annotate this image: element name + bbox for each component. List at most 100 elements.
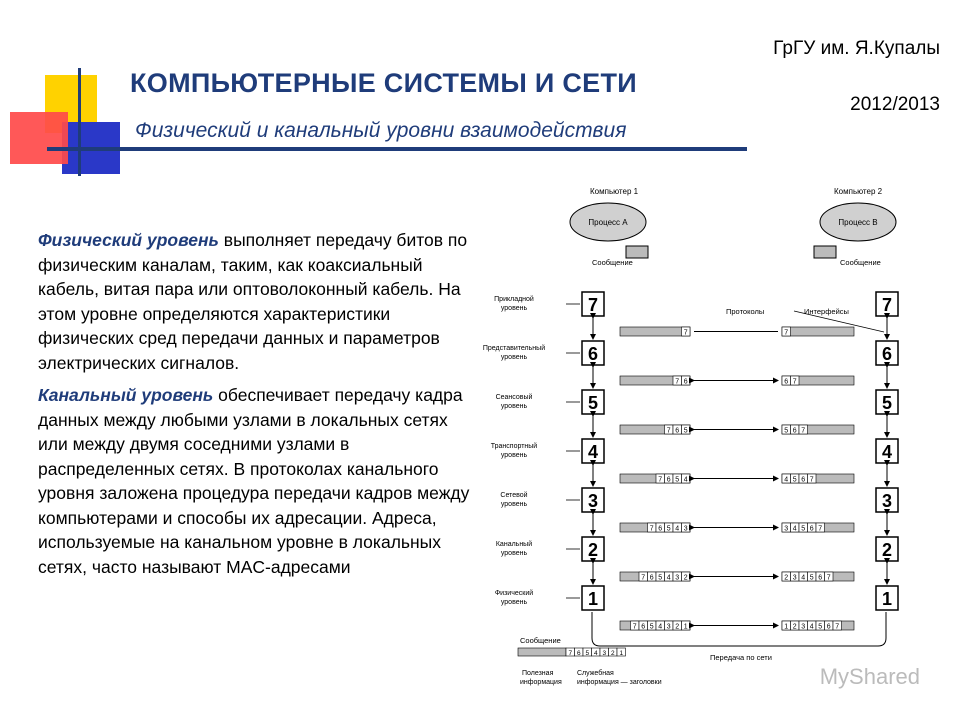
pdu-left-cell-label: 7	[650, 526, 654, 533]
level-number-left: 1	[588, 589, 598, 609]
bottom-header-cell-label: 2	[611, 650, 615, 657]
pdu-right-cell	[815, 522, 825, 533]
process-a-label: Процесс А	[588, 218, 628, 227]
pdu-right-cell-label: 4	[810, 624, 814, 631]
bottom-header-cell-label: 7	[568, 650, 572, 657]
pdu-left-cell-label: 6	[641, 624, 645, 631]
level-name-line2: уровень	[501, 354, 528, 361]
decor-squares	[10, 75, 120, 174]
pdu-right-cell-label: 5	[810, 575, 814, 582]
level-name-line2: уровень	[501, 305, 528, 312]
pdu-left	[619, 326, 691, 337]
year-label: 2012/2013	[850, 94, 940, 115]
pdu-right-cell-label: 7	[818, 526, 822, 533]
decor-red-square	[10, 112, 68, 164]
pdu-left-cell-label: 5	[667, 526, 671, 533]
pdu-right-cell-label: 7	[793, 379, 797, 386]
level-number-right: 6	[882, 344, 892, 364]
pdu-right-cell-label: 6	[793, 428, 797, 435]
bottom-header-cell-label: 3	[602, 650, 606, 657]
datalink-layer-term: Канальный уровень	[38, 385, 214, 405]
watermark: MyShared	[819, 664, 920, 689]
pdu-right-cell	[832, 620, 842, 631]
message-box-right	[813, 245, 837, 259]
pdu-left-cell-label: 1	[684, 624, 688, 631]
pdu-right-cell-label: 3	[793, 575, 797, 582]
level-box-left	[581, 585, 605, 611]
bottom-header-cell-label: 1	[619, 650, 623, 657]
pdu-left-cell-label: 7	[633, 624, 637, 631]
pdu-right-cell-label: 7	[801, 428, 805, 435]
level-number-right: 4	[882, 442, 892, 462]
physical-layer-term: Физический уровень	[38, 230, 219, 250]
pdu-left-cell-label: 4	[667, 575, 671, 582]
level-number-right: 1	[882, 589, 892, 609]
physical-layer-description: выполняет передачу битов по физическим к…	[38, 230, 468, 373]
page-title: КОМПЬЮТЕРНЫЕ СИСТЕМЫ И СЕТИ	[130, 68, 637, 98]
pdu-right-cell-label: 6	[784, 379, 788, 386]
pdu-right-cell-label: 1	[784, 624, 788, 631]
physical-layer-paragraph: Физический уровень выполняет передачу би…	[38, 228, 478, 375]
bottom-message-box	[517, 647, 567, 657]
pdu-left-cell-label: 7	[667, 428, 671, 435]
bottom-message-label: Сообщение	[520, 636, 561, 645]
pdu-right-cell	[824, 571, 834, 582]
transmission-label: Передача по сети	[710, 653, 772, 662]
pdu-right-cell-label: 5	[818, 624, 822, 631]
pdu-left-cell-label: 6	[650, 575, 654, 582]
pdu-left-cell-label: 6	[684, 379, 688, 386]
pdu-left-cell-label: 6	[667, 477, 671, 484]
pdu-right-cell-label: 6	[827, 624, 831, 631]
pdu-left-cell	[681, 326, 691, 337]
pdu-left-cell-label: 4	[675, 526, 679, 533]
page-subtitle: Физический и канальный уровни взаимодейс…	[135, 119, 627, 142]
pdu-right-cell	[790, 375, 800, 386]
body-text: Физический уровень выполняет передачу би…	[38, 228, 478, 587]
pdu-left-cell-label: 7	[658, 477, 662, 484]
pdu-left-cell-label: 3	[667, 624, 671, 631]
level-box-right	[875, 585, 899, 611]
level-name-line2: уровень	[501, 403, 528, 410]
header-vertical-rule	[78, 68, 81, 176]
pdu-right-cell-label: 5	[793, 477, 797, 484]
level-number-right: 5	[882, 393, 892, 413]
useful-info-label-1: Полезная	[522, 670, 554, 677]
bottom-header-cell-label: 5	[585, 650, 589, 657]
pdu-left-cell-label: 5	[684, 428, 688, 435]
process-b-label: Процесс В	[838, 218, 877, 227]
pdu-left-cell-label: 7	[641, 575, 645, 582]
pdu-right-cell	[781, 326, 791, 337]
pdu-left-cell-label: 4	[658, 624, 662, 631]
service-info-label-2: информация — заголовки	[577, 679, 662, 686]
pdu-right-cell-label: 7	[784, 330, 788, 337]
pdu-right-cell-label: 7	[835, 624, 839, 631]
pdu-right-cell-label: 3	[801, 624, 805, 631]
pdu-right-cell-label: 4	[793, 526, 797, 533]
computer1-label: Компьютер 1	[590, 187, 639, 196]
interfaces-label: Интерфейсы	[804, 307, 849, 316]
pdu-right-cell-label: 3	[784, 526, 788, 533]
bottom-header-cell-label: 6	[577, 650, 581, 657]
level-number-left: 2	[588, 540, 598, 560]
pdu-left-cell-label: 6	[675, 428, 679, 435]
bottom-header-cell	[616, 647, 626, 657]
pdu-right-cell-label: 5	[784, 428, 788, 435]
message-box-left	[625, 245, 649, 259]
pdu-right-cell-label: 2	[784, 575, 788, 582]
pdu-right-cell-label: 6	[801, 477, 805, 484]
pdu-left-cell-label: 2	[675, 624, 679, 631]
pdu-left-cell-label: 7	[684, 330, 688, 337]
pdu-left-cell-label: 7	[675, 379, 679, 386]
level-number-left: 3	[588, 491, 598, 511]
network-path	[591, 612, 887, 647]
pdu-right-cell-label: 7	[810, 477, 814, 484]
level-number-left: 6	[588, 344, 598, 364]
level-name-line1: Канальный	[496, 540, 532, 548]
pdu-right-cell	[807, 473, 817, 484]
